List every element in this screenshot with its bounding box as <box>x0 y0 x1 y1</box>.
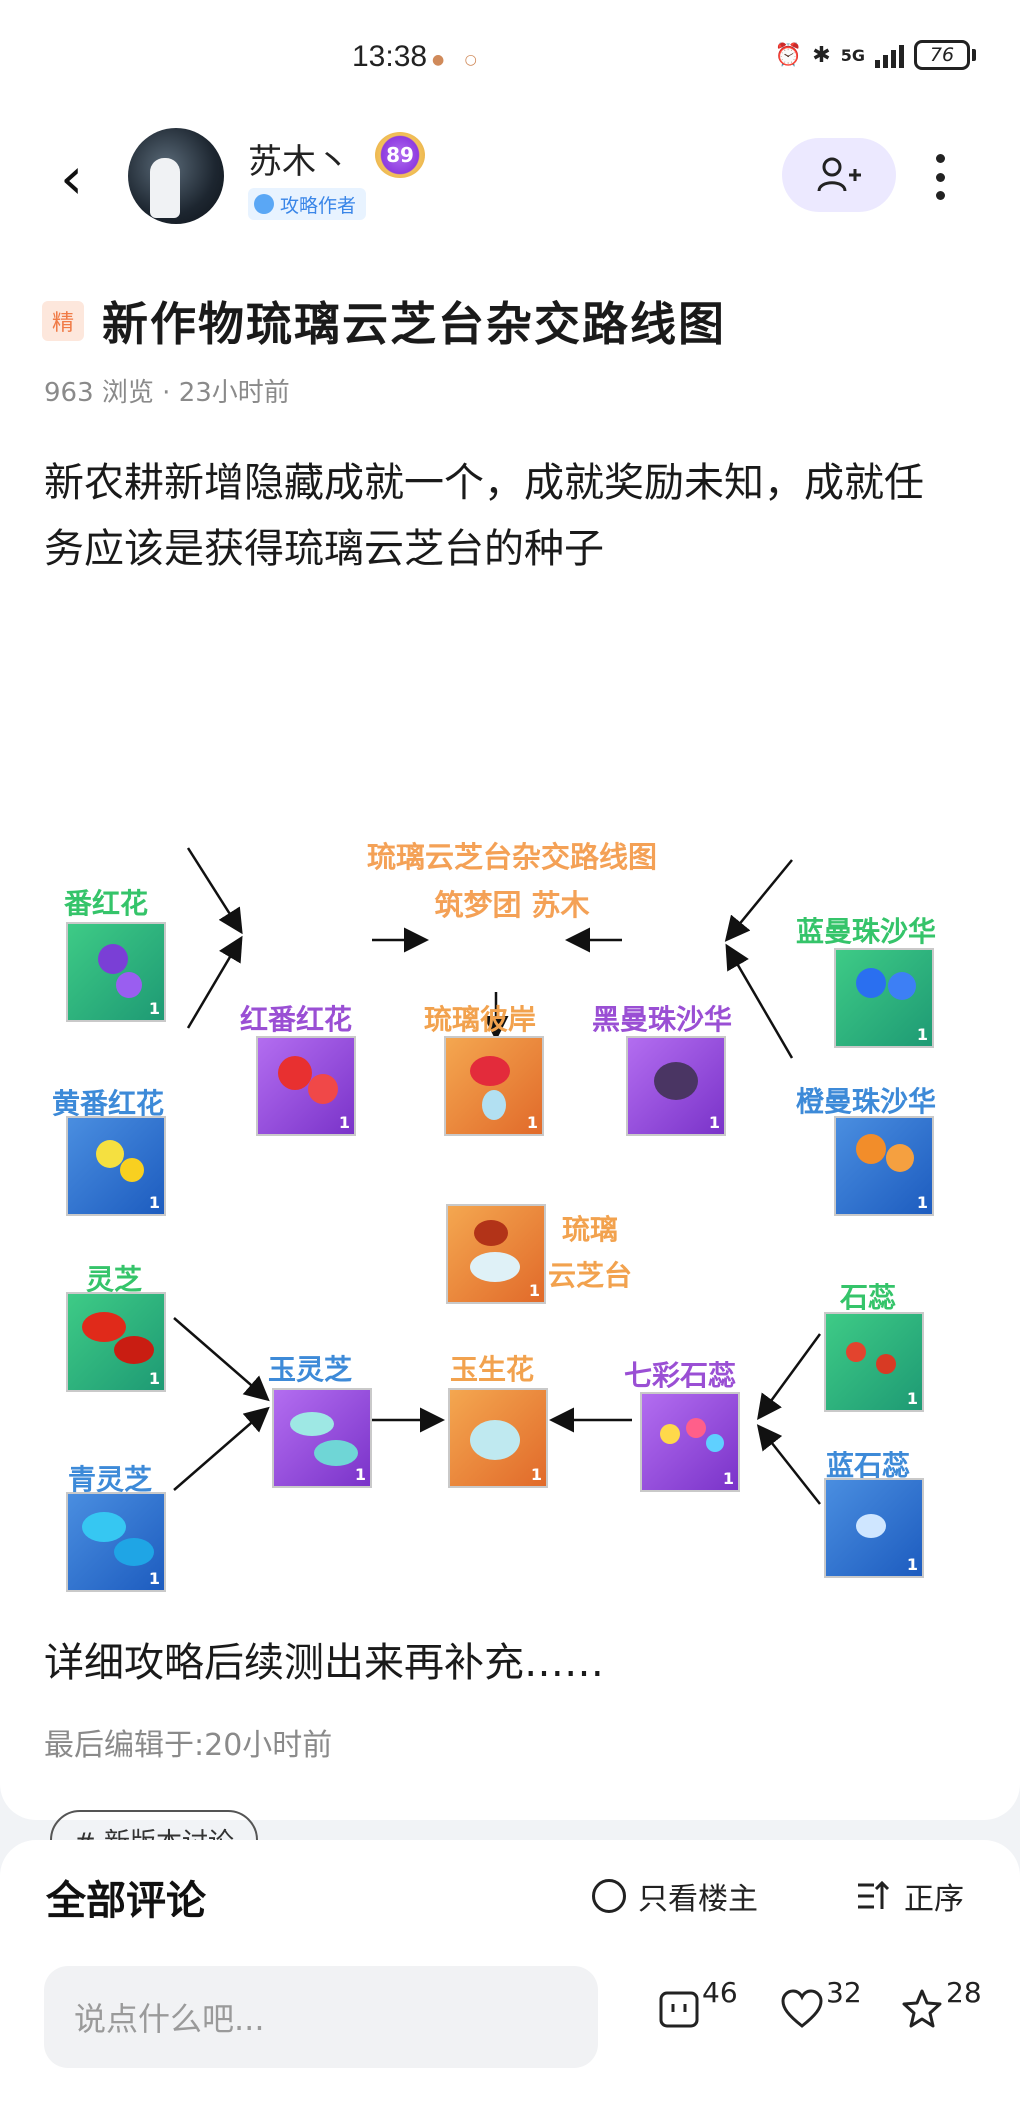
plant-label-black-spider-lily: 黑曼珠沙华 <box>592 1003 733 1036</box>
comment-count: 46 <box>702 1976 738 2009</box>
comment-button[interactable]: 46 <box>658 1976 738 2030</box>
status-icons: ⏰ ✱ 5G 76 <box>775 40 976 70</box>
favorite-count: 28 <box>946 1976 982 2009</box>
favorite-button[interactable]: 28 <box>900 1976 982 2030</box>
plant-jade-lingzhi-icon: 1 <box>272 1388 372 1488</box>
network-type: 5G <box>840 45 865 65</box>
plant-glaze-cloud-platform-icon: 1 <box>446 1204 546 1304</box>
plant-label-yellow-crocus: 黄番红花 <box>52 1087 165 1120</box>
crossbreed-diagram-image[interactable]: 琉璃云芝台杂交路线图 筑梦团 苏木 番红花 1 黄番红花 1 红番红花 1 琉璃… <box>42 698 982 1592</box>
radio-circle-icon <box>592 1879 626 1913</box>
author-name[interactable]: 苏木丶 <box>248 142 350 182</box>
only-op-label: 只看楼主 <box>638 1882 758 1917</box>
sort-order-toggle[interactable]: 正序 <box>856 1874 964 1918</box>
author-tag-label: 攻略作者 <box>280 194 357 217</box>
plant-label-blue-spider-lily: 蓝曼珠沙华 <box>796 915 937 948</box>
comment-input[interactable]: 说点什么吧... <box>44 1966 598 2068</box>
like-button[interactable]: 32 <box>780 1976 862 2030</box>
star-icon <box>902 1989 942 2028</box>
plant-label-blue-lichen: 蓝石蕊 <box>826 1449 911 1482</box>
post-time: 23小时前 <box>178 378 290 408</box>
status-bar: 13:38 ● ○ ⏰ ✱ 5G 76 <box>0 0 1020 120</box>
plant-label-red-crocus: 红番红花 <box>240 1003 353 1036</box>
bluetooth-icon: ✱ <box>812 42 831 68</box>
plant-jade-flower-icon: 1 <box>448 1388 548 1488</box>
sort-icon <box>858 1881 890 1909</box>
plant-label-orange-spider-lily: 橙曼珠沙华 <box>796 1085 937 1118</box>
plant-rainbow-lichen-icon: 1 <box>640 1392 740 1492</box>
plant-label-cyan-lingzhi: 青灵芝 <box>68 1463 153 1496</box>
status-time: 13:38 <box>352 40 428 73</box>
battery-icon: 76 <box>914 40 976 70</box>
plant-red-crocus-icon: 1 <box>256 1036 356 1136</box>
plant-glaze-spider-lily-icon: 1 <box>444 1036 544 1136</box>
plant-blue-lichen-icon: 1 <box>824 1478 924 1578</box>
plant-label-jade-flower: 玉生花 <box>450 1353 535 1386</box>
featured-badge: 精 <box>42 301 84 341</box>
plant-cyan-lingzhi-icon: 1 <box>66 1492 166 1592</box>
back-button[interactable]: ‹ <box>60 144 84 212</box>
comments-section: 全部评论 只看楼主 正序 说点什么吧... 46 32 28 <box>0 1840 1020 2104</box>
plant-label-lichen: 石蕊 <box>840 1281 897 1314</box>
view-count: 963 浏览 <box>44 378 154 408</box>
post-title: 新作物琉璃云芝台杂交路线图 <box>102 297 726 351</box>
plant-label-crocus: 番红花 <box>64 887 149 920</box>
plant-crocus-icon: 1 <box>66 922 166 1022</box>
like-count: 32 <box>826 1976 862 2009</box>
avatar[interactable] <box>128 128 224 224</box>
plant-lingzhi-icon: 1 <box>66 1292 166 1392</box>
post-body-followup: 详细攻略后续测出来再补充…… <box>44 1640 604 1686</box>
edited-time: 最后编辑于:20小时前 <box>44 1728 333 1763</box>
notification-dots-icon: ● ○ <box>432 52 485 68</box>
plant-label-lingzhi: 灵芝 <box>86 1263 143 1296</box>
post-meta: 963 浏览 · 23小时前 <box>44 378 290 408</box>
plant-label-rainbow-lichen: 七彩石蕊 <box>624 1359 737 1392</box>
post-body: 新农耕新增隐藏成就一个，成就奖励未知，成就任务应该是获得琉璃云芝台的种子 <box>44 460 924 572</box>
add-user-icon <box>817 157 861 192</box>
battery-level: 76 <box>914 40 970 70</box>
diagram-arrows <box>173 847 822 1505</box>
post-card: ‹ 苏木丶 89 攻略作者 精 新作物琉璃云芝台杂交路线图 963 浏览 · 2… <box>0 120 1020 1870</box>
only-op-toggle[interactable]: 只看楼主 <box>592 1874 758 1918</box>
comment-icon <box>659 1991 699 2028</box>
plant-label-glaze-cloud-1: 琉璃 <box>562 1213 619 1246</box>
plant-blue-spider-lily-icon: 1 <box>834 948 934 1048</box>
plant-label-glaze-cloud-2: 云芝台 <box>548 1259 633 1292</box>
author-tag: 攻略作者 <box>248 188 367 220</box>
diagram-title: 琉璃云芝台杂交路线图 <box>366 840 657 874</box>
plant-label-jade-lingzhi: 玉灵芝 <box>268 1353 353 1386</box>
more-options-button[interactable] <box>928 150 952 204</box>
plant-black-spider-lily-icon: 1 <box>626 1036 726 1136</box>
comments-title: 全部评论 <box>46 1878 206 1924</box>
signal-icon <box>875 42 904 68</box>
diagram-subtitle: 筑梦团 苏木 <box>434 888 590 922</box>
author-tag-icon <box>254 194 274 214</box>
level-badge: 89 <box>375 132 425 178</box>
plant-label-glaze-spider-lily: 琉璃彼岸 <box>424 1003 537 1036</box>
plant-yellow-crocus-icon: 1 <box>66 1116 166 1216</box>
heart-icon <box>781 1989 823 2028</box>
sort-order-label: 正序 <box>904 1882 964 1917</box>
plant-orange-spider-lily-icon: 1 <box>834 1116 934 1216</box>
post-title-row: 精 新作物琉璃云芝台杂交路线图 <box>42 288 726 354</box>
plant-lichen-icon: 1 <box>824 1312 924 1412</box>
alarm-icon: ⏰ <box>774 42 803 68</box>
follow-button[interactable] <box>782 138 896 212</box>
